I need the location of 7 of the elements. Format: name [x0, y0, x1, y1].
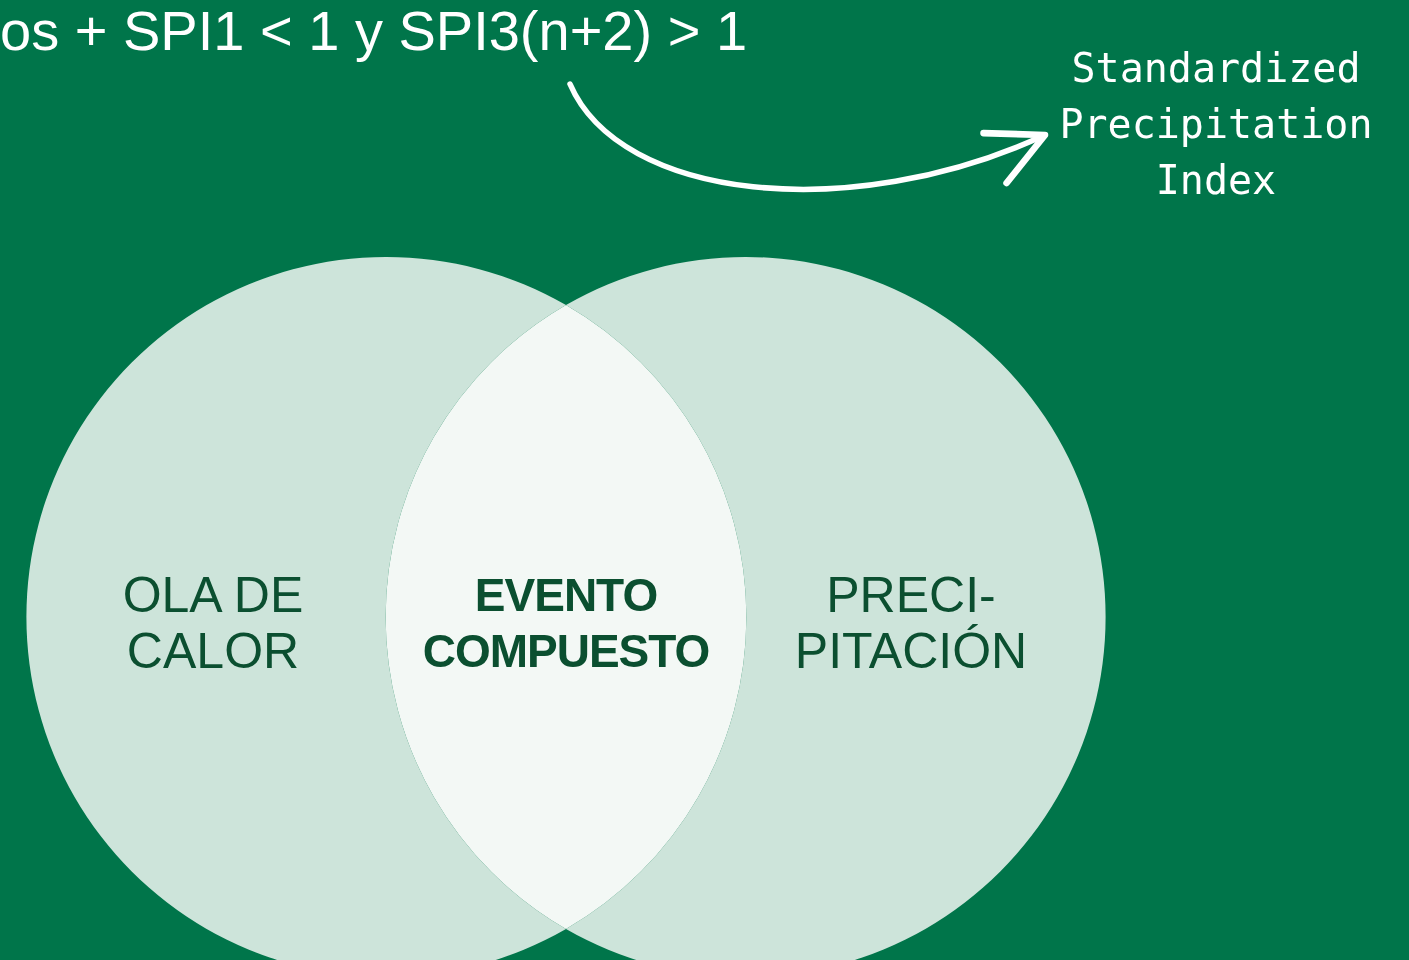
venn-intersection	[386, 305, 746, 929]
circle-label: PRECI- PITACIÓN	[793, 567, 1029, 679]
curved-arrow	[567, 81, 1049, 193]
intersection-label: EVENTO COMPUESTO	[421, 568, 711, 679]
formula-text: os + SPI1 < 1 y SPI3(n+2) > 1	[0, 0, 748, 68]
handwritten-note: Standardized Precipitation Index	[1046, 40, 1386, 208]
circle-label: OLA DE CALOR	[121, 567, 305, 679]
